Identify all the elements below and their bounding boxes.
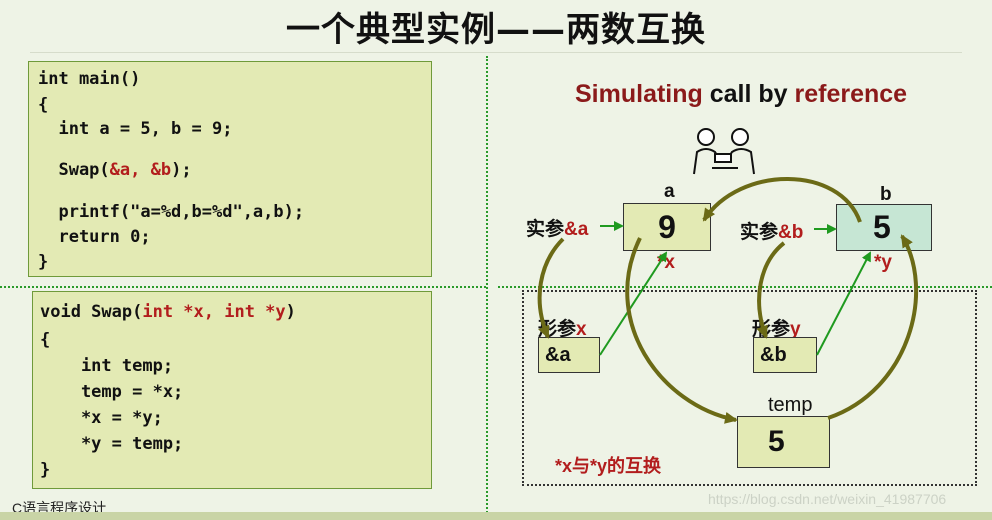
actual-a-prefix: 实参 <box>526 219 565 240</box>
left-horizontal-divider <box>0 286 486 288</box>
title-divider <box>30 52 962 53</box>
actual-a-arg: &a <box>564 219 589 240</box>
param-y-box: &b <box>753 337 817 373</box>
vertical-divider <box>486 56 488 520</box>
heading-simulating: Simulating <box>575 80 703 108</box>
code-line: printf("a=%d,b=%d",a,b); <box>38 202 305 222</box>
deref-y-label: *y <box>874 252 892 273</box>
code-line: temp = *x; <box>40 382 184 402</box>
swap-call-line: Swap(&a, &b); <box>38 160 192 180</box>
param-x-value: &a <box>545 343 571 366</box>
heading-call-by: call by <box>702 80 795 108</box>
code-line: int a = 5, b = 9; <box>38 119 233 139</box>
swap-call-args: &a, &b <box>109 160 172 180</box>
var-b-name: b <box>880 184 892 205</box>
actual-param-b-label: 实参&b <box>740 217 803 244</box>
actual-param-a-label: 实参&a <box>526 214 588 241</box>
actual-b-prefix: 实参 <box>740 222 779 243</box>
main-code-box: int main() { int a = 5, b = 9; Swap(&a, … <box>28 61 432 277</box>
swap-params: int *x, int *y <box>142 302 286 322</box>
var-a-name: a <box>664 181 675 202</box>
bottom-bar <box>0 512 992 520</box>
deref-x-label: *x <box>657 252 675 273</box>
param-x-box: &a <box>538 337 600 373</box>
code-line: *x = *y; <box>40 408 163 428</box>
var-b-value: 5 <box>873 209 891 245</box>
right-horizontal-divider <box>498 286 992 288</box>
formal-x-name: x <box>576 319 587 340</box>
code-line: int main() <box>38 69 141 89</box>
code-line: *y = temp; <box>40 434 184 454</box>
code-line: } <box>40 460 51 480</box>
param-y-value: &b <box>760 343 787 366</box>
swap-note: *x与*y的互换 <box>555 456 662 476</box>
var-b-box: 5 <box>836 204 932 251</box>
code-line: return 0; <box>38 227 151 247</box>
code-text: ); <box>171 160 192 180</box>
page-title: 一个典型实例——两数互换 <box>286 10 706 50</box>
code-line: } <box>38 252 49 272</box>
heading-reference: reference <box>794 80 908 108</box>
code-text: void Swap( <box>40 302 143 322</box>
temp-box: 5 <box>737 416 830 468</box>
swap-frame <box>522 290 977 486</box>
code-text: Swap( <box>38 160 110 180</box>
swap-code-box: void Swap(int *x, int *y) { int temp; te… <box>32 291 432 489</box>
code-line: { <box>38 95 49 115</box>
code-line: int temp; <box>40 356 174 376</box>
code-text: ) <box>285 302 296 322</box>
diagram-heading: Simulating call by reference <box>575 80 907 109</box>
swap-signature: void Swap(int *x, int *y) <box>40 302 296 322</box>
temp-name: temp <box>768 394 813 416</box>
var-a-box: 9 <box>623 203 711 251</box>
temp-value: 5 <box>768 425 785 458</box>
actual-b-arg: &b <box>778 222 804 243</box>
code-line: { <box>40 330 51 350</box>
watermark: https://blog.csdn.net/weixin_41987706 <box>708 491 947 507</box>
formal-y-name: y <box>790 319 801 340</box>
var-a-value: 9 <box>658 208 676 245</box>
